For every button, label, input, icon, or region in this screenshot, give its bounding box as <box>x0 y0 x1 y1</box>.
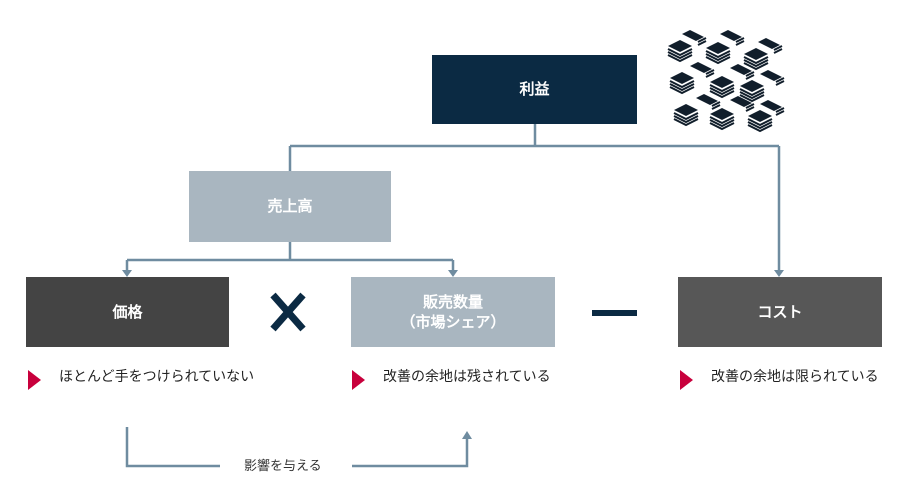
revenue-label: 売上高 <box>267 197 313 216</box>
cost-note-text: 改善の余地は限られている <box>711 369 879 385</box>
profit-label: 利益 <box>519 80 550 99</box>
arrowhead-cost <box>774 270 784 277</box>
price-label: 価格 <box>112 302 143 321</box>
price-note-text: ほとんど手をつけられていない <box>59 369 255 385</box>
profit-branch-line <box>288 124 779 171</box>
money-stacks-icon <box>667 29 785 132</box>
price-note: ほとんど手をつけられていない <box>28 368 258 390</box>
price-box: 価格 <box>26 277 229 347</box>
volume-note-text: 改善の余地は残されている <box>383 369 551 385</box>
triangle-right-icon <box>352 370 365 390</box>
market-share-label: （市場シェア） <box>400 313 506 331</box>
influence-line-left <box>125 427 220 468</box>
triangle-right-icon <box>28 370 41 390</box>
cost-note: 改善の余地は限られている <box>680 368 908 390</box>
arrowhead-price <box>122 270 132 277</box>
profit-box: 利益 <box>432 55 637 124</box>
influence-line-right <box>352 438 469 468</box>
cost-label: コスト <box>757 302 803 321</box>
minus-icon <box>592 310 637 316</box>
revenue-box: 売上高 <box>189 171 391 242</box>
sales-volume-box: 販売数量 （市場シェア） <box>351 277 555 347</box>
influence-label: 影響を与える <box>244 459 322 474</box>
sales-volume-label: 販売数量 <box>422 292 483 311</box>
arrowhead-influence <box>462 431 472 439</box>
revenue-branch-line <box>125 242 455 271</box>
volume-note: 改善の余地は残されている <box>352 368 582 390</box>
multiply-icon <box>270 292 306 332</box>
cost-box: コスト <box>678 277 882 347</box>
arrowhead-volume <box>448 270 458 277</box>
triangle-right-icon <box>680 370 693 390</box>
